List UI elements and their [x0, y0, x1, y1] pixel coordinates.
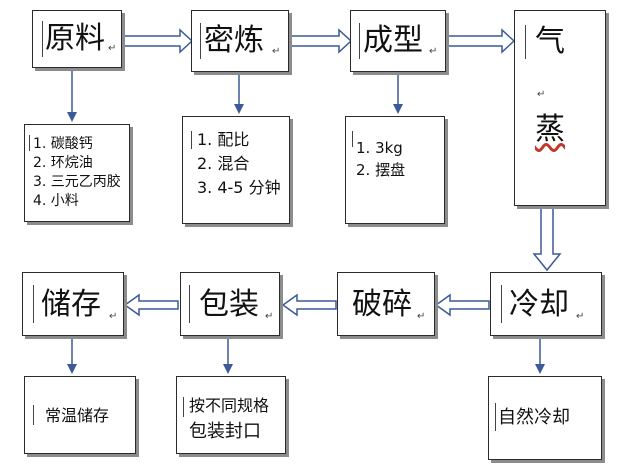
detail-storage-box: 常温储存 [24, 376, 136, 454]
connector-cooling-head [535, 364, 545, 374]
step-storage-box: 储存 ↵ [22, 272, 124, 336]
detail-material-item-4: 4. 小料 [33, 193, 79, 209]
detail-material-box: 1. 碳酸钙 2. 环烷油 3. 三元乙丙胶 4. 小料 [24, 124, 130, 222]
step-mixing-box: 密炼 ↵ [191, 10, 289, 72]
step-steaming-label-1: 气 [535, 24, 565, 59]
detail-mixing-item-1: 1. 配比 [197, 130, 250, 149]
detail-mixing-box: 1. 配比 2. 混合 3. 4-5 分钟 [182, 116, 290, 224]
connector-material-head [67, 112, 77, 122]
step-forming-box: 成型 ↵ [350, 10, 446, 72]
arrow-cooling-to-crushing [434, 293, 490, 317]
arrow-material-to-mixing [123, 28, 194, 54]
step-crushing-box: 破碎 ↵ [337, 272, 435, 336]
detail-cooling-text: 自然冷却 [498, 407, 570, 428]
step-packing-label: 包装 [199, 287, 259, 322]
arrow-mixing-to-forming [290, 28, 353, 54]
detail-packing-item-1: 按不同规格 [189, 396, 270, 415]
detail-mixing-item-3: 3. 4-5 分钟 [197, 178, 281, 197]
detail-forming-item-1: 1. 3kg [356, 139, 403, 157]
step-forming-label: 成型 [363, 23, 423, 58]
arrow-crushing-to-packing [281, 293, 337, 317]
detail-mixing-item-2: 2. 混合 [197, 154, 250, 173]
detail-forming-item-2: 2. 摆盘 [356, 161, 406, 179]
detail-storage-text: 常温储存 [45, 406, 110, 425]
detail-material-item-2: 2. 环烷油 [33, 155, 93, 171]
detail-packing-box: 按不同规格 包装封口 [176, 376, 286, 454]
arrow-forming-to-steaming [447, 28, 516, 54]
connector-forming-head [393, 104, 403, 114]
step-storage-label: 储存 [41, 287, 101, 322]
step-cooling-label: 冷却 [509, 287, 569, 322]
step-material-box: 原料 ↵ [32, 10, 122, 68]
step-steaming-box: 气 ↵ 蒸 [514, 10, 606, 206]
connector-mixing-head [234, 104, 244, 114]
step-material-label: 原料 [45, 21, 105, 56]
detail-packing-item-2: 包装封口 [189, 421, 261, 442]
arrow-packing-to-storage [123, 293, 179, 317]
step-packing-box: 包装 ↵ [180, 272, 280, 336]
detail-cooling-box: 自然冷却 [488, 376, 602, 460]
detail-material-item-1: 1. 碳酸钙 [33, 136, 93, 152]
detail-forming-box: 1. 3kg 2. 摆盘 [345, 116, 445, 224]
step-crushing-label: 破碎 [352, 287, 412, 322]
arrow-steaming-to-cooling [532, 205, 562, 272]
step-mixing-label: 密炼 [204, 23, 264, 58]
step-cooling-box: 冷却 ↵ [490, 272, 602, 336]
connector-packing-head [223, 364, 233, 374]
connector-storage-head [67, 364, 77, 374]
detail-material-item-3: 3. 三元乙丙胶 [33, 174, 121, 190]
step-steaming-label-2: 蒸 [535, 112, 565, 147]
